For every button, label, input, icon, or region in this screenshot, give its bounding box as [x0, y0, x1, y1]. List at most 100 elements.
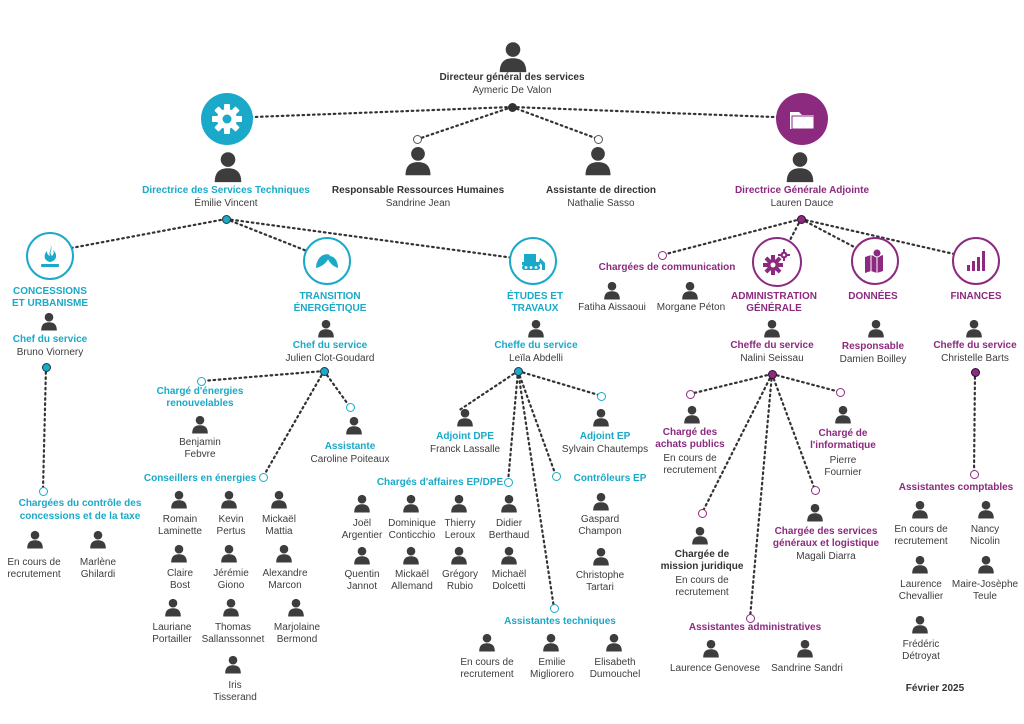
person-icon	[219, 543, 239, 563]
node-dot	[39, 487, 48, 496]
admin-title: ADMINISTRATION	[731, 291, 817, 302]
ad-name: Nathalie Sasso	[567, 198, 635, 209]
ener-name: Benjamin	[179, 437, 221, 448]
member-name: Grégory	[441, 569, 479, 580]
etudes-chef-role: Cheffe du service	[494, 340, 578, 351]
member-name: Chevallier	[898, 591, 944, 602]
person-icon	[344, 415, 364, 435]
node-dot	[508, 103, 517, 112]
adj-dpe-name: Franck Lassalle	[429, 444, 501, 455]
member-name: Tartari	[586, 582, 614, 593]
ach-role2: achats publics	[655, 439, 725, 450]
info-role2: l'informatique	[810, 440, 876, 451]
person-icon	[591, 491, 611, 511]
person-icon	[964, 318, 984, 338]
person-icon	[499, 545, 519, 565]
member-name: Lauriane	[152, 622, 192, 633]
person-icon	[449, 493, 469, 513]
person-icon	[39, 311, 59, 331]
member-name: Elisabeth	[594, 657, 636, 668]
person-icon	[223, 654, 243, 674]
member-name: Emilie	[538, 657, 566, 668]
node-dot	[686, 390, 695, 399]
etudes-title: ÉTUDES ET	[506, 291, 564, 302]
person-icon	[976, 499, 996, 519]
person-icon	[604, 632, 624, 652]
member-name: Frédéric	[902, 639, 940, 650]
dgs-role: Directeur général des services	[439, 72, 585, 83]
person-icon	[602, 280, 622, 300]
person-icon	[682, 404, 702, 424]
bulldozer-icon	[509, 237, 557, 285]
info-name: Pierre	[829, 455, 857, 466]
member-name: Marlène	[79, 557, 117, 568]
transition-title: TRANSITION	[299, 291, 361, 302]
person-icon	[477, 632, 497, 652]
person-icon	[976, 554, 996, 574]
adj-dpe-role: Adjoint DPE	[436, 431, 494, 442]
node-dot	[597, 392, 606, 401]
node-dot	[320, 367, 329, 376]
bar-chart-icon	[952, 237, 1000, 285]
member-name: Tisserand	[213, 692, 257, 703]
jur-role: Chargée de	[674, 549, 730, 560]
member-name: recrutement	[460, 669, 514, 680]
person-icon	[910, 554, 930, 574]
member-name: En cours de	[7, 557, 61, 568]
node-dot	[413, 135, 422, 144]
node-dot	[698, 509, 707, 518]
member-name: Kevin	[218, 514, 244, 525]
sg-role2: généraux et logistique	[772, 538, 880, 549]
member-name: Sandrine Sandri	[771, 663, 843, 674]
finances-title: FINANCES	[950, 291, 1002, 302]
member-name: Leroux	[444, 530, 476, 541]
person-icon	[541, 632, 561, 652]
member-name: Laminette	[158, 526, 202, 537]
dst-name: Émilie Vincent	[194, 198, 258, 209]
sg-name: Magali Diarra	[796, 551, 856, 562]
member-name: Jannot	[346, 581, 378, 592]
person-icon	[499, 493, 519, 513]
node-dot	[658, 251, 667, 260]
member-name: Jérémie	[213, 568, 249, 579]
node-dot	[811, 486, 820, 495]
person-icon	[591, 546, 611, 566]
etudes-title2: TRAVAUX	[511, 303, 559, 314]
member-name: Détroyat	[902, 651, 940, 662]
info-role: Chargé de	[818, 428, 868, 439]
person-icon	[286, 597, 306, 617]
transition-chef-role: Chef du service	[292, 340, 368, 351]
person-icon	[680, 280, 700, 300]
node-dot	[504, 478, 513, 487]
member-name: Migliorero	[530, 669, 574, 680]
member-name: Quentin	[344, 569, 380, 580]
folder-icon	[776, 93, 828, 145]
at-role: Assistantes techniques	[504, 616, 616, 627]
member-name: Marjolaine	[273, 622, 321, 633]
transition-title2: ÉNERGÉTIQUE	[293, 303, 367, 314]
rh-name: Sandrine Jean	[385, 198, 451, 209]
person-icon	[833, 404, 853, 424]
concessions-chef-name: Bruno Viornery	[16, 347, 84, 358]
member-name: Mickaël	[262, 514, 296, 525]
map-icon	[851, 237, 899, 285]
ener-role2: renouvelables	[166, 398, 234, 409]
person-icon	[274, 543, 294, 563]
ad-role: Assistante de direction	[545, 185, 657, 196]
node-dot	[594, 135, 603, 144]
person-icon	[449, 545, 469, 565]
member-name: Romain	[162, 514, 198, 525]
leaf-icon	[303, 237, 351, 285]
ach-name: En cours de	[663, 453, 717, 464]
person-icon	[910, 499, 930, 519]
node-dot	[746, 614, 755, 623]
concessions-chef-role: Chef du service	[12, 334, 88, 345]
dga-role: Directrice Générale Adjointe	[734, 185, 870, 196]
member-name: Nancy	[970, 524, 1000, 535]
node-dot	[971, 368, 980, 377]
person-icon	[316, 318, 336, 338]
member-name: Thierry	[444, 518, 476, 529]
admin-chef-role: Cheffe du service	[730, 340, 814, 351]
ac-role: Assistantes comptables	[898, 482, 1014, 493]
